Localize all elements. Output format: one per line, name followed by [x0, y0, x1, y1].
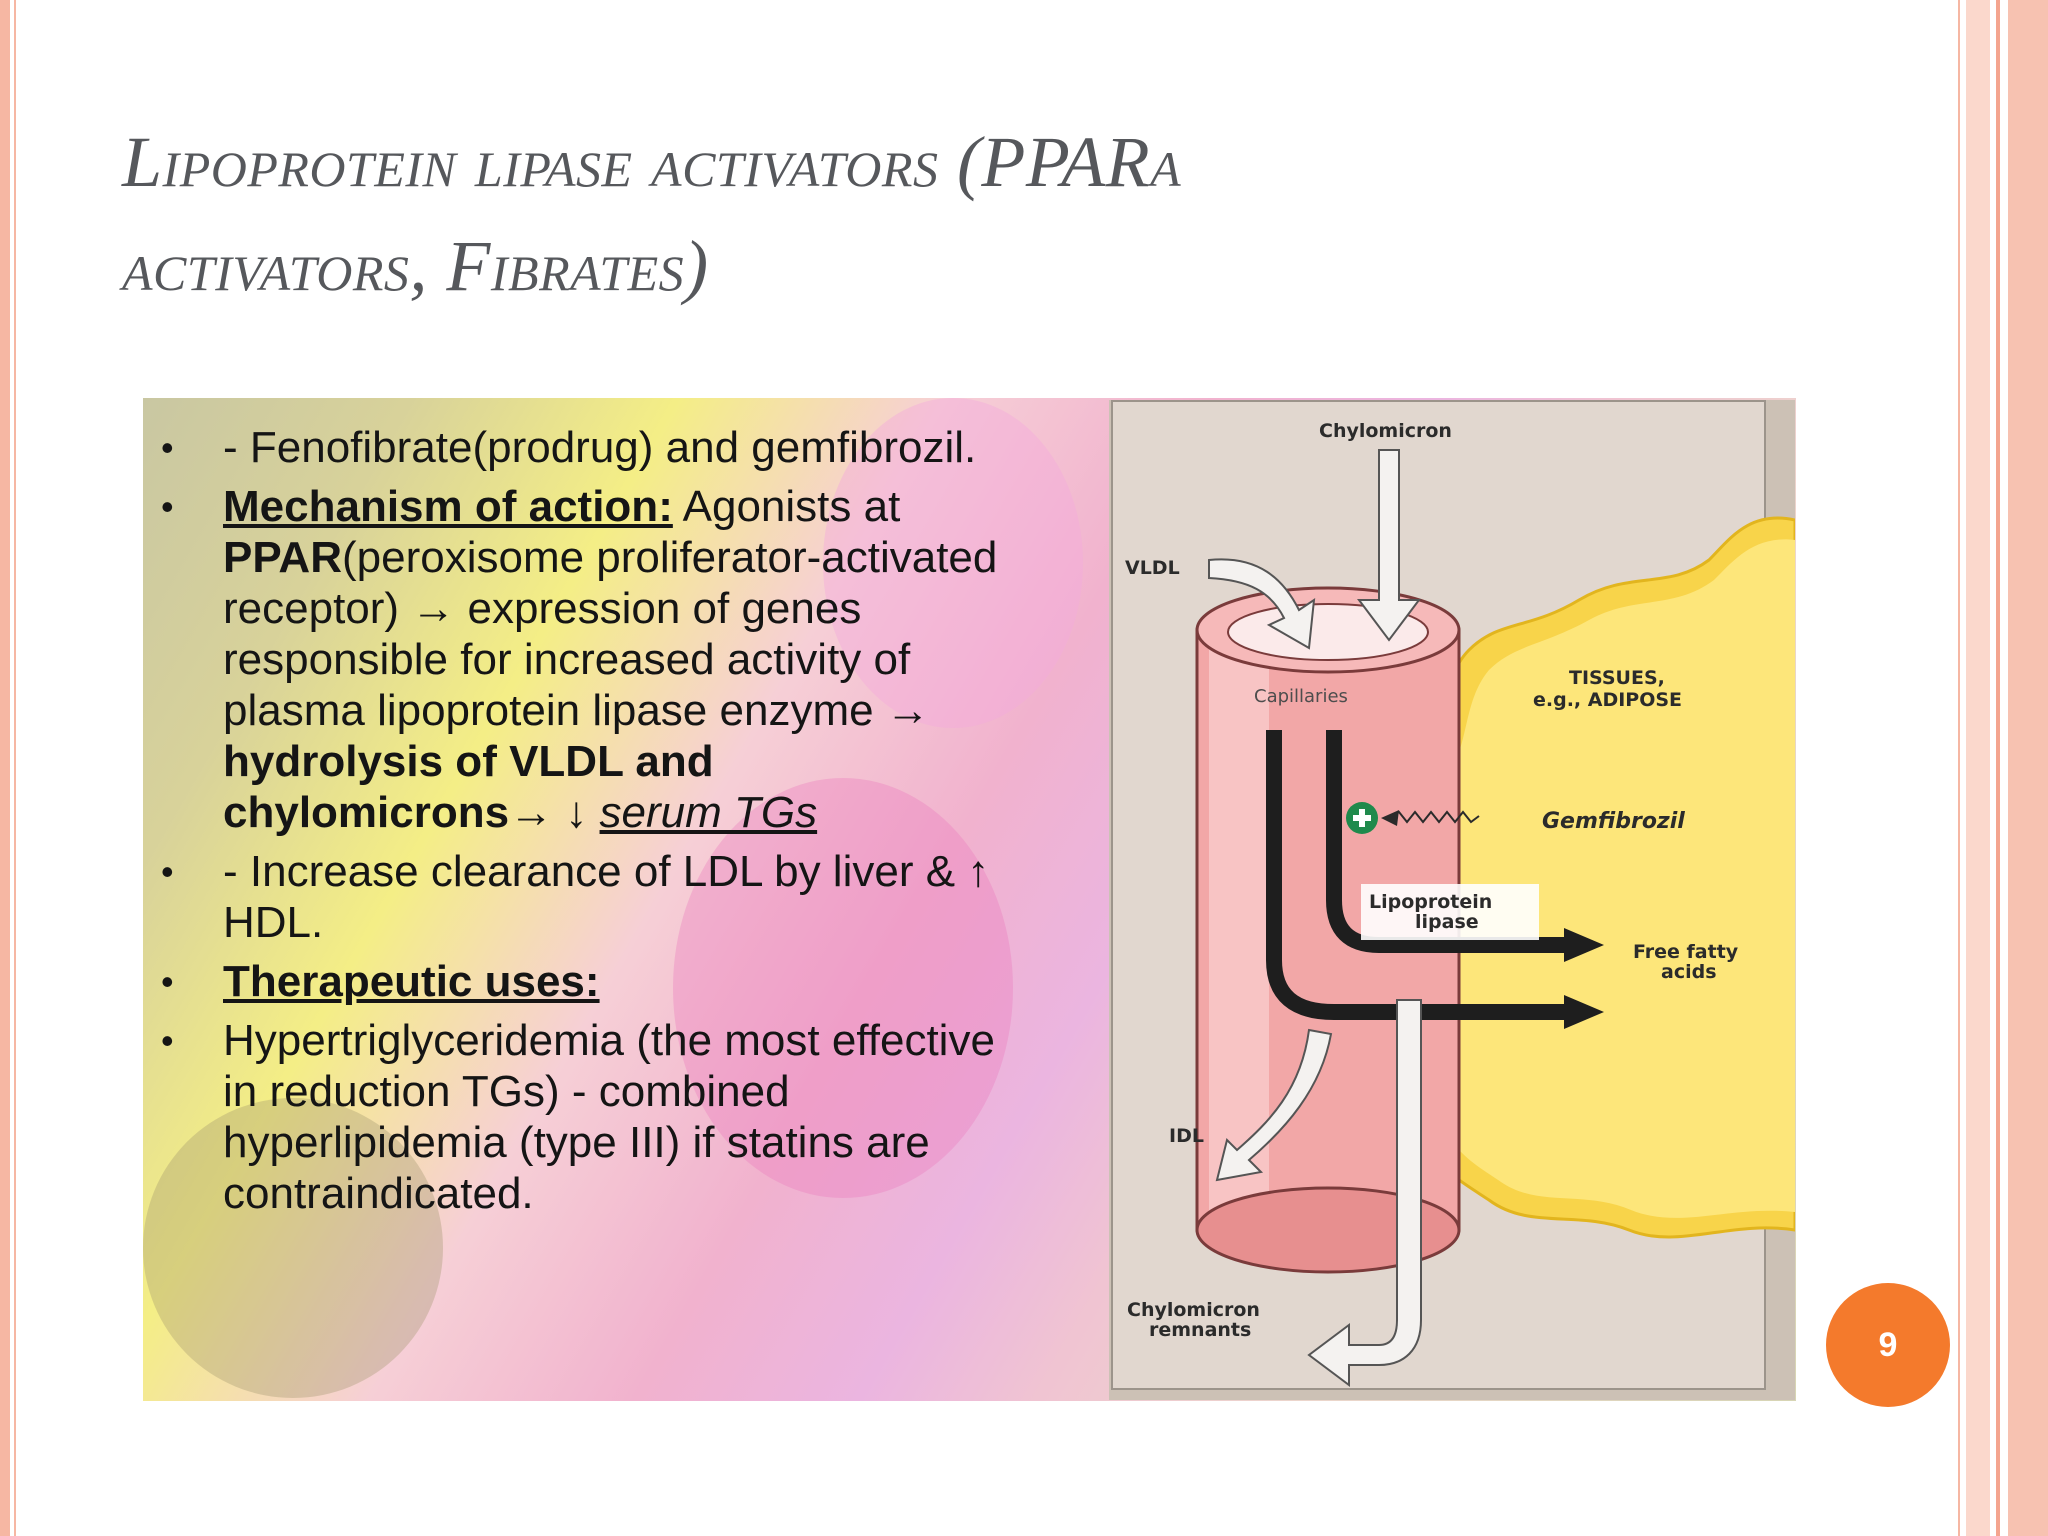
bullet-item: • Therapeutic uses: — [159, 956, 999, 1007]
adipose-tissue-inner — [1431, 539, 1795, 1218]
mechanism-heading: Mechanism of action: — [223, 482, 673, 531]
adipose-label: e.g., ADIPOSE — [1533, 689, 1682, 711]
bullet-text: - Fenofibrate(prodrug) and gemfibrozil. — [223, 423, 977, 472]
bullet-dot: • — [161, 427, 174, 468]
hydrolysis-text: hydrolysis of VLDL and chylomicrons — [223, 737, 714, 837]
bullet-item: • Hypertriglyceridemia (the most effecti… — [159, 1015, 999, 1219]
left-border-thin — [14, 0, 16, 1536]
lipoprotein-label: Lipoprotein — [1369, 891, 1492, 913]
background-blob — [143, 1098, 443, 1398]
title-line-2: activators, Fibrates) — [122, 226, 709, 306]
bullet-dot: • — [161, 486, 174, 527]
ffa-label-2: acids — [1661, 961, 1717, 983]
bullet-item: • - Fenofibrate(prodrug) and gemfibrozil… — [159, 422, 999, 473]
bullet-dot: • — [161, 851, 174, 892]
lipoprotein-lipase-diagram: Chylomicron VLDL Capillaries TISSUES, e.… — [1109, 400, 1795, 1400]
therapeutic-heading: Therapeutic uses: — [223, 957, 600, 1006]
bullet-item: • - Increase clearance of LDL by liver &… — [159, 846, 999, 948]
arrow-text: → ↓ — [509, 788, 600, 837]
chylomicron-arrow — [1357, 449, 1421, 642]
right-border-thin — [1958, 0, 1960, 1536]
vldl-label: VLDL — [1125, 557, 1180, 579]
bullet-text: Agonists at — [672, 482, 901, 531]
slide-title: Lipoprotein lipase activators (PPARa act… — [122, 110, 1622, 318]
lipoprotein-lipase-box — [1361, 884, 1539, 940]
capillary-highlight — [1209, 635, 1269, 1225]
background-blob — [823, 398, 1083, 728]
ppar-term: PPAR — [223, 533, 342, 582]
chylomicron-label: Chylomicron — [1319, 420, 1452, 442]
remnants-arrow — [1307, 999, 1422, 1387]
serum-tgs: serum TGs — [599, 788, 818, 837]
diagram-svg: Chylomicron VLDL Capillaries TISSUES, e.… — [1125, 420, 1795, 1387]
bullet-text: (peroxisome proliferator-activated recep… — [223, 533, 998, 735]
left-border — [0, 0, 10, 1536]
lipase-label: lipase — [1415, 911, 1479, 933]
remnants-label-1: Chylomicron — [1127, 1299, 1260, 1321]
right-border-stripe — [1996, 0, 2000, 1536]
bullet-list: • - Fenofibrate(prodrug) and gemfibrozil… — [159, 422, 999, 1227]
content-image: • - Fenofibrate(prodrug) and gemfibrozil… — [143, 398, 1796, 1401]
lipase-line-right — [1326, 730, 1579, 953]
bullet-text: - Increase clearance of LDL by liver & ↑… — [223, 847, 990, 947]
bullet-text: Hypertriglyceridemia (the most effective… — [223, 1016, 995, 1218]
title-line-1: Lipoprotein lipase activators (PPARa — [122, 122, 1182, 202]
gemfibrozil-label: Gemfibrozil — [1542, 809, 1685, 834]
gemfibrozil-arrowhead — [1381, 810, 1399, 826]
background-blob — [673, 778, 1013, 1198]
capillary-bottom — [1195, 1186, 1461, 1274]
plus-icon-bar-v — [1359, 809, 1365, 827]
right-border-band — [1966, 0, 1990, 1536]
page-number-badge: 9 — [1826, 1283, 1950, 1407]
vldl-arrow — [1208, 558, 1316, 650]
lipase-line-left — [1266, 730, 1579, 1020]
bullet-dot: • — [161, 1020, 174, 1061]
bullet-item: • Mechanism of action: Agonists at PPAR(… — [159, 481, 999, 838]
gemfibrozil-squiggle — [1390, 810, 1480, 824]
ffa-arrowhead-1 — [1564, 928, 1604, 962]
tissues-label: TISSUES, — [1569, 667, 1665, 689]
capillaries-label: Capillaries — [1254, 686, 1348, 707]
idl-label: IDL — [1169, 1125, 1204, 1147]
ffa-arrowhead-2 — [1564, 995, 1604, 1029]
idl-arrow — [1215, 1028, 1333, 1182]
right-border-outer — [2008, 0, 2048, 1536]
remnants-label-2: remnants — [1149, 1319, 1251, 1341]
ffa-label-1: Free fatty — [1633, 941, 1739, 963]
bullet-dot: • — [161, 961, 174, 1002]
